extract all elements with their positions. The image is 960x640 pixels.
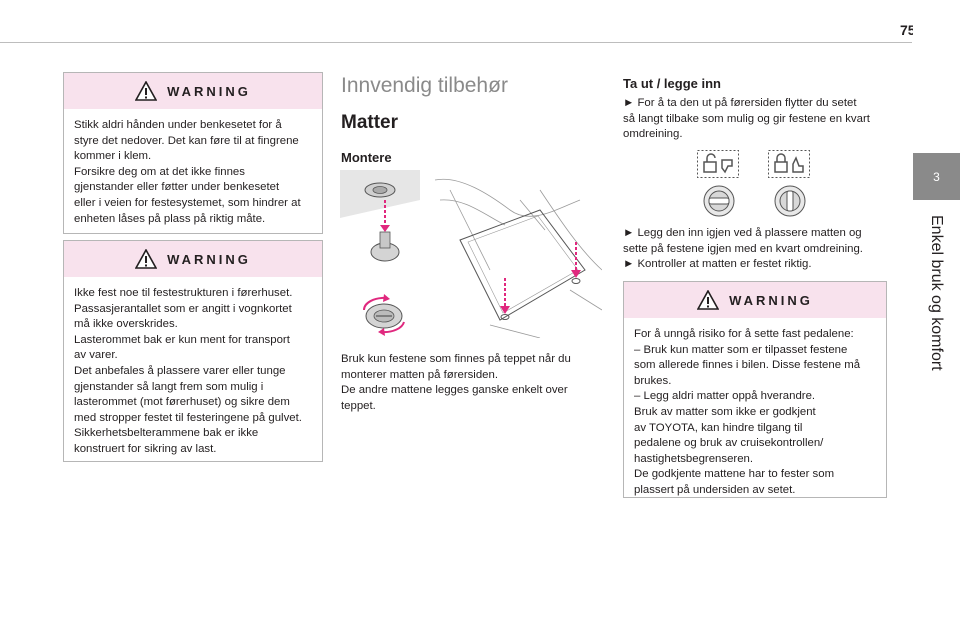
warning-box: WARNING Stikk aldri hånden under benkese… bbox=[63, 72, 323, 234]
page-number: 75 bbox=[900, 22, 916, 38]
lock-icon bbox=[768, 150, 810, 178]
remove-refit-heading: Ta ut / legge inn bbox=[623, 76, 721, 91]
section-title: Innvendig tilbehør bbox=[341, 74, 508, 97]
chapter-tab-number[interactable]: 3 bbox=[913, 153, 960, 200]
procedure-heading: Montere bbox=[341, 150, 392, 165]
procedure-text: Bruk kun festene som finnes på teppet nå… bbox=[341, 353, 571, 412]
top-rule bbox=[0, 42, 912, 43]
chapter-tab-title: Enkel bruk og komfort bbox=[928, 215, 945, 371]
warning-triangle-icon bbox=[135, 249, 158, 269]
side-tab bbox=[913, 0, 960, 640]
fastener-horizontal-icon bbox=[703, 185, 735, 217]
fastener-vertical-icon bbox=[774, 185, 806, 217]
warning-box: WARNING For å unngå risiko for å sette f… bbox=[623, 281, 887, 498]
warning-header: WARNING bbox=[64, 241, 322, 277]
subsection-title: Matter bbox=[341, 112, 399, 133]
warning-triangle-icon bbox=[135, 81, 158, 101]
warning-text: Stikk aldri hånden under benkesetet for … bbox=[74, 119, 301, 225]
warning-title: WARNING bbox=[729, 292, 813, 308]
warning-text: For å unngå risiko for å sette fast peda… bbox=[634, 328, 861, 496]
warning-box: WARNING Ikke fest noe til festestrukture… bbox=[63, 240, 323, 462]
warning-triangle-icon bbox=[697, 290, 720, 310]
refit-instructions: ► Legg den inn igjen ved å plassere matt… bbox=[623, 227, 863, 271]
warning-title: WARNING bbox=[167, 251, 251, 267]
mat-fastener-markers bbox=[500, 242, 581, 320]
remove-instructions: ► For å ta den ut på førersiden flytter … bbox=[623, 97, 870, 141]
unlock-icon bbox=[697, 150, 739, 178]
warning-title: WARNING bbox=[167, 83, 251, 99]
warning-text: Ikke fest noe til festestrukturen i føre… bbox=[74, 287, 302, 455]
warning-header: WARNING bbox=[624, 282, 886, 318]
warning-header: WARNING bbox=[64, 73, 322, 109]
fastener-inset-top bbox=[340, 170, 420, 262]
fastener-inset-bottom bbox=[362, 294, 405, 336]
floor-mat-illustration bbox=[340, 170, 602, 338]
